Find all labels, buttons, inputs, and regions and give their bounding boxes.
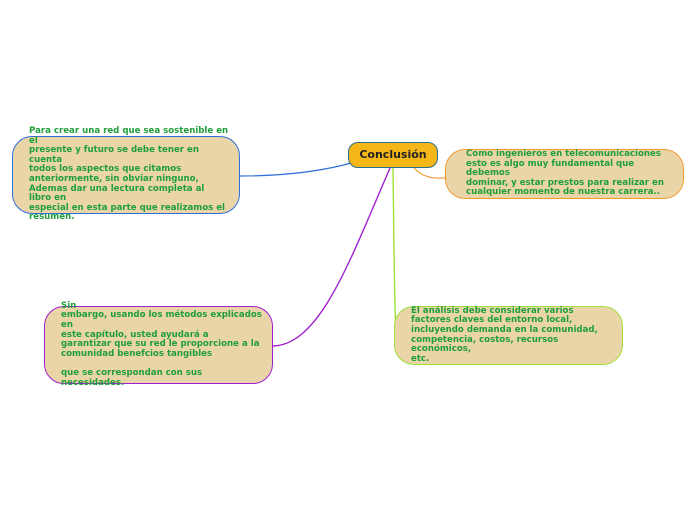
topic-bottom-right[interactable]: El análisis debe considerar varios facto… <box>394 306 623 365</box>
topic-right-text: Como ingenieros en telecomunicaciones es… <box>466 149 664 198</box>
topic-left[interactable]: Para crear una red que sea sostenible en… <box>12 126 240 222</box>
connector-bottom-right <box>392 167 397 337</box>
topic-bottom-left[interactable]: Sin embargo, usando los métodos explicad… <box>44 301 273 387</box>
topic-right[interactable]: Como ingenieros en telecomunicaciones es… <box>445 149 684 199</box>
connector-left <box>239 161 356 177</box>
topic-bottom-left-text: Sin embargo, usando los métodos explicad… <box>61 300 262 388</box>
central-topic[interactable]: Conclusión <box>348 142 438 168</box>
connector-bottom-left <box>271 167 391 347</box>
topic-left-text: Para crear una red que sea sostenible en… <box>29 126 229 223</box>
central-topic-label: Conclusión <box>359 148 427 161</box>
connector-right <box>413 167 447 179</box>
topic-bottom-right-text: El análisis debe considerar varios facto… <box>411 305 598 364</box>
